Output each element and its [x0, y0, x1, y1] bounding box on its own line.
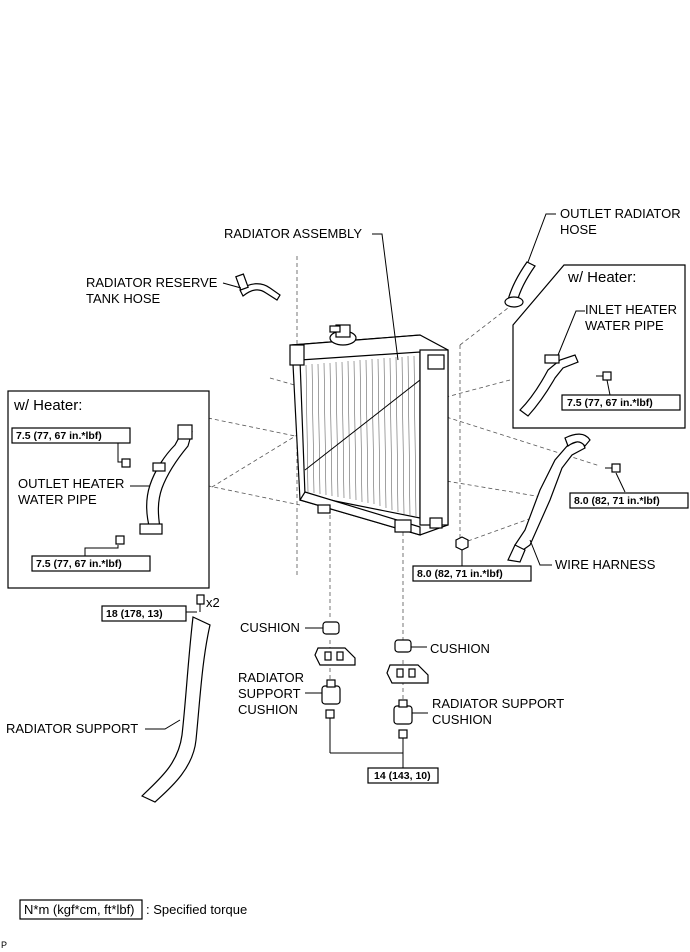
- torque-box-outlet-pipe-upper: [11, 427, 131, 444]
- legend-torque-box: [19, 899, 143, 920]
- support-cushion-left: [321, 685, 341, 705]
- radiator-support-label: RADIATOR SUPPORT: [6, 721, 138, 736]
- torque-box-harness-upper: [569, 492, 689, 509]
- torque-box-cushion: [367, 767, 439, 784]
- inlet-heater-pipe-label-2: WATER PIPE: [585, 318, 664, 333]
- cushion-left-label: CUSHION: [240, 620, 300, 635]
- cushion-right-label: CUSHION: [430, 641, 490, 656]
- cushion-bracket-left: [314, 647, 356, 666]
- inlet-heater-water-pipe: [519, 354, 579, 417]
- support-cushion-right-label-1: RADIATOR SUPPORT: [432, 696, 564, 711]
- support-cushion-right: [393, 705, 413, 725]
- legend-box-text: N*m (kgf*cm, ft*lbf): [24, 902, 135, 917]
- inset-left-heater: w/ Heater: 7.5 (77, 67 in.*lbf) OUTLET H…: [7, 390, 210, 589]
- outlet-heater-pipe-label-2: WATER PIPE: [18, 492, 97, 507]
- radiator-assembly: [289, 324, 449, 536]
- legend-description: : Specified torque: [146, 902, 247, 917]
- radiator-support: x2 18 (178, 13) RADIATOR SUPPORT: [6, 594, 220, 803]
- torque-box-inlet-pipe: [561, 394, 681, 411]
- reserve-hose-label-2: TANK HOSE: [86, 291, 160, 306]
- cushion-stack-right: CUSHION RADIATOR SUPPORT CUSHION 14 (143…: [330, 639, 564, 784]
- cushion-bolt-right: [398, 729, 408, 739]
- torque-box-harness-lower: [412, 565, 532, 582]
- harness-nut-lower: [455, 536, 469, 551]
- support-cushion-right-label-2: CUSHION: [432, 712, 492, 727]
- torque-support: 18 (178, 13): [106, 608, 163, 620]
- outlet-radiator-hose: [504, 261, 536, 308]
- legend: N*m (kgf*cm, ft*lbf) : Specified torque: [19, 899, 247, 920]
- support-cushion-left-label-3: CUSHION: [238, 702, 298, 717]
- support-bolt: [196, 594, 205, 612]
- radiator-reserve-tank-hose: [235, 273, 281, 301]
- torque-harness-lower: 8.0 (82, 71 in.*lbf): [417, 568, 503, 580]
- torque-harness-upper: 8.0 (82, 71 in.*lbf): [574, 495, 660, 507]
- inset-right-heater: w/ Heater: INLET HEATER WATER PIPE 7.5 (…: [512, 264, 686, 429]
- cushion-stack-left: CUSHION RADIATOR SUPPORT CUSHION: [238, 620, 356, 753]
- torque-outlet-pipe-lower: 7.5 (77, 67 in.*lbf): [36, 558, 122, 570]
- outlet-pipe-bolt-upper: [121, 458, 131, 468]
- outlet-heater-pipe-label-1: OUTLET HEATER: [18, 476, 124, 491]
- torque-inlet-pipe: 7.5 (77, 67 in.*lbf): [567, 397, 653, 409]
- torque-box-support: [101, 605, 187, 622]
- cushion-bracket-right: [386, 664, 429, 684]
- torque-outlet-pipe-upper: 7.5 (77, 67 in.*lbf): [16, 430, 102, 442]
- outlet-pipe-bolt-lower: [115, 535, 125, 545]
- inset-right-header: w/ Heater:: [567, 269, 636, 286]
- cushion-right: [394, 639, 412, 653]
- page-code: P: [1, 940, 7, 950]
- torque-box-outlet-pipe-lower: [31, 555, 151, 572]
- support-cushion-left-label-2: SUPPORT: [238, 686, 301, 701]
- inset-left-header: w/ Heater:: [13, 397, 82, 414]
- harness-bolt-upper: [605, 463, 621, 473]
- outlet-radiator-hose-label-2: HOSE: [560, 222, 597, 237]
- support-cushion-left-label-1: RADIATOR: [238, 670, 304, 685]
- radiator-assembly-label: RADIATOR ASSEMBLY: [224, 226, 362, 241]
- wire-harness-label: WIRE HARNESS: [555, 557, 656, 572]
- radiator-inlet-neck: [427, 354, 445, 370]
- cushion-left: [322, 621, 340, 635]
- cushion-bolt-left: [325, 709, 335, 719]
- reserve-hose-label-1: RADIATOR RESERVE: [86, 275, 218, 290]
- top-callouts: RADIATOR ASSEMBLY OUTLET RADIATOR HOSE R…: [86, 206, 681, 361]
- torque-cushion: 14 (143, 10): [374, 770, 431, 782]
- x2-label: x2: [206, 595, 220, 610]
- wire-harness: 8.0 (82, 71 in.*lbf) 8.0 (82, 71 in.*lbf…: [412, 433, 689, 582]
- inlet-heater-pipe-label-1: INLET HEATER: [585, 302, 677, 317]
- outlet-radiator-hose-label-1: OUTLET RADIATOR: [560, 206, 681, 221]
